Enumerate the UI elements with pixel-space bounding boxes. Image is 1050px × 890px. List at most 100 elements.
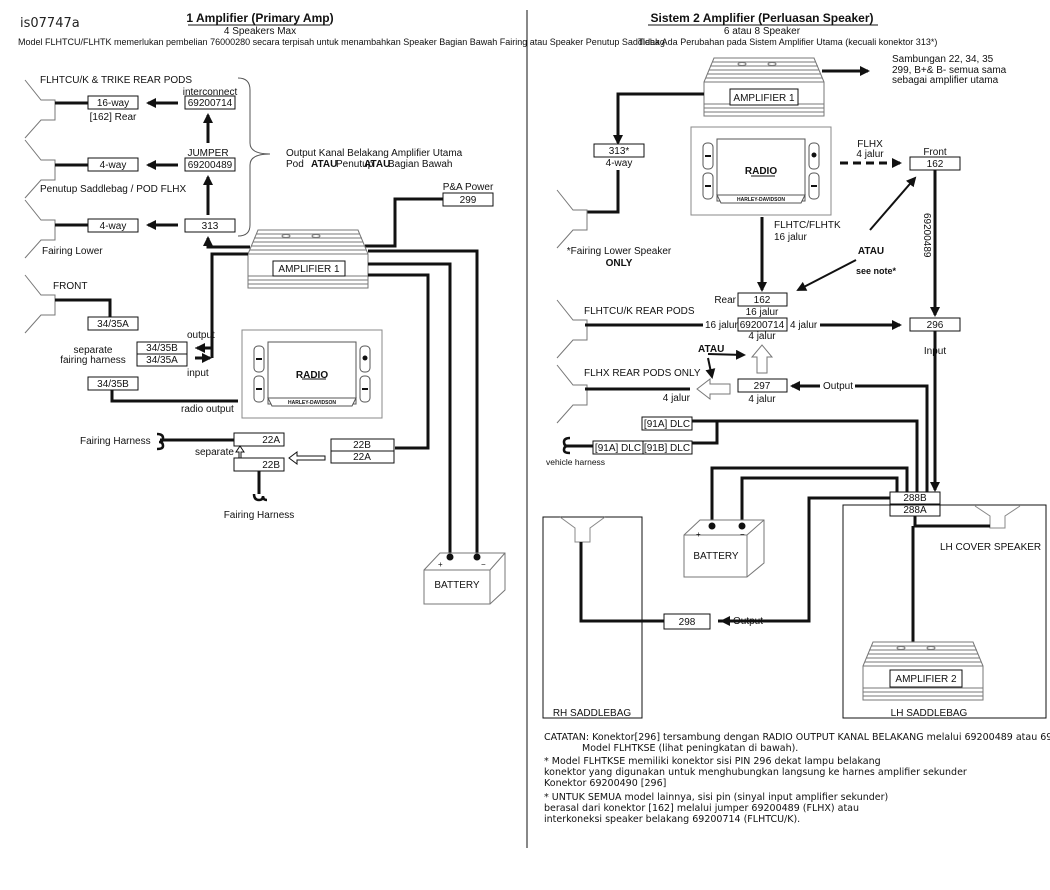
flhx-rear-pods-label: FLHX REAR PODS ONLY bbox=[584, 368, 701, 379]
jalur4-b: 4 jalur bbox=[748, 331, 776, 342]
battery-right-icon bbox=[683, 519, 765, 578]
pa-power-label: P&A Power bbox=[443, 182, 494, 193]
document-id: is07747a bbox=[20, 16, 80, 31]
separate-fairing-label-2: fairing harness bbox=[60, 355, 126, 366]
jalur16-b: 16 jalur bbox=[705, 320, 738, 331]
lh-cover-speaker-icon bbox=[974, 505, 1021, 529]
battery-minus: − bbox=[481, 560, 486, 569]
note-line-1: CATATAN: Konektor[296] tersambung dengan… bbox=[544, 732, 1050, 743]
fairing-lower-label: Fairing Lower bbox=[42, 246, 103, 257]
connector-298: 298 bbox=[679, 617, 696, 628]
flhx-rear-pods-speaker-icon bbox=[556, 364, 588, 424]
right-title: Sistem 2 Amplifier (Perluasan Speaker) bbox=[651, 11, 874, 25]
amplifier-1-right-label: AMPLIFIER 1 bbox=[733, 93, 795, 104]
front-speaker-icon bbox=[24, 274, 56, 334]
fairing-harness-2: Fairing Harness bbox=[224, 510, 295, 521]
connector-4way-a: 4-way bbox=[100, 160, 127, 171]
connector-299: 299 bbox=[460, 195, 477, 206]
note-line-7: berasal dari konektor [162] melalui jump… bbox=[544, 803, 859, 814]
harness-plug-icon-2 bbox=[252, 493, 268, 502]
fairing-lower-right-1: *Fairing Lower Speaker bbox=[567, 246, 672, 257]
rh-saddlebag-box bbox=[542, 516, 643, 719]
connector-22A-r: 22A bbox=[353, 452, 371, 463]
separate-fairing-label-1: separate bbox=[74, 345, 113, 356]
atau-label-2: ATAU bbox=[698, 344, 724, 355]
lh-saddlebag-box bbox=[842, 504, 1047, 719]
jalur16-a: 16 jalur bbox=[746, 307, 779, 318]
radio-right-label: RADIO bbox=[745, 166, 777, 177]
connector-3435A-front: 34/35A bbox=[97, 319, 129, 330]
amplifier-1-icon bbox=[247, 229, 369, 289]
rear-label: Rear bbox=[714, 295, 736, 306]
note-line-4: konektor yang digunakan untuk menghubung… bbox=[544, 767, 967, 778]
left-subtitle: 4 Speakers Max bbox=[224, 26, 296, 37]
connector-313: 313 bbox=[202, 221, 219, 232]
note-line-5: Konektor 69200490 [296] bbox=[544, 778, 666, 789]
connector-16way: 16-way bbox=[97, 98, 129, 109]
connector-297: 297 bbox=[754, 381, 771, 392]
atau-label-1: ATAU bbox=[858, 246, 884, 257]
battery-right-minus: − bbox=[740, 530, 745, 539]
connector-22B-r: 22B bbox=[353, 440, 371, 451]
radio-label: RADIO bbox=[296, 370, 328, 381]
brace-text-2c: Bagian Bawah bbox=[388, 159, 453, 170]
battery-left-label: BATTERY bbox=[434, 580, 480, 591]
vehicle-harness-label: vehicle harness bbox=[546, 457, 605, 467]
output-label: output bbox=[187, 330, 215, 341]
amplifier-1-label: AMPLIFIER 1 bbox=[278, 264, 340, 275]
connector-162-rear: 162 bbox=[754, 295, 771, 306]
connector-69200714-right: 69200714 bbox=[740, 320, 785, 331]
connector-91a-dlc-b: [91A] DLC bbox=[595, 443, 641, 454]
front-162-label: Front bbox=[923, 147, 947, 158]
note-line-8: interkoneksi speaker belakang 69200714 (… bbox=[544, 814, 800, 825]
output-right-label: Output bbox=[823, 381, 853, 392]
connector-313-right: 313* bbox=[609, 146, 630, 157]
lh-cover-speaker-label: LH COVER SPEAKER bbox=[940, 542, 1041, 553]
connector-3435B: 34/35B bbox=[146, 343, 178, 354]
amplifier-1-right-icon bbox=[703, 57, 825, 117]
left-title: 1 Amplifier (Primary Amp) bbox=[186, 11, 333, 25]
rh-speaker-icon bbox=[559, 516, 606, 543]
harness-plug-icon bbox=[156, 432, 165, 451]
right-subtitle: 6 atau 8 Speaker bbox=[724, 26, 801, 37]
hollow-up-arrow-icon bbox=[750, 344, 774, 374]
note-line-2: Model FLHTKSE (lihat peningkatan di bawa… bbox=[582, 743, 798, 754]
rear-pod-speaker-icon bbox=[24, 79, 56, 139]
fairing-lower-right-2: ONLY bbox=[606, 258, 633, 269]
connector-3435A: 34/35A bbox=[146, 355, 178, 366]
battery-plus: + bbox=[438, 560, 443, 569]
saddlebag-label: Penutup Saddlebag / POD FLHX bbox=[40, 184, 187, 195]
connector-313-way: 4-way bbox=[606, 158, 633, 169]
flhtc-label: FLHTC/FLHTK bbox=[774, 220, 841, 231]
connector-91b-dlc: [91B] DLC bbox=[644, 443, 690, 454]
brace-text-2b: Penutup bbox=[336, 159, 374, 170]
battery-right-plus: + bbox=[696, 530, 701, 539]
connector-69200489: 69200489 bbox=[188, 160, 233, 171]
connector-69200714: 69200714 bbox=[188, 98, 233, 109]
connector-288B: 288B bbox=[903, 493, 927, 504]
hollow-left-arrow-icon bbox=[696, 377, 731, 401]
note-line-6: * UNTUK SEMUA model lainnya, sisi pin (s… bbox=[544, 792, 888, 803]
hollow-arrow-icon bbox=[288, 451, 326, 465]
rh-saddlebag-label: RH SADDLEBAG bbox=[553, 708, 632, 719]
brace-atau-2: ATAU bbox=[364, 159, 390, 170]
fairing-lower-right-speaker-icon bbox=[556, 189, 588, 249]
fairing-harness-1: Fairing Harness bbox=[80, 436, 151, 447]
brace-text-2a: Pod bbox=[286, 159, 304, 170]
jalur4-d: 4 jalur bbox=[748, 394, 776, 405]
sambungan-1: Sambungan 22, 34, 35 bbox=[892, 54, 994, 65]
note-line-3: * Model FLHTKSE memiliki konektor sisi P… bbox=[544, 756, 881, 767]
lh-saddlebag-label: LH SADDLEBAG bbox=[891, 708, 968, 719]
connector-22B: 22B bbox=[262, 460, 280, 471]
jumper-label: JUMPER bbox=[187, 148, 228, 159]
connector-162-front: 162 bbox=[927, 159, 944, 170]
battery-right-label: BATTERY bbox=[693, 551, 739, 562]
sambungan-3: sebagai amplifier utama bbox=[892, 75, 999, 86]
see-note-label: see note* bbox=[856, 266, 897, 276]
flhtc-jalur: 16 jalur bbox=[774, 232, 807, 243]
connector-288A: 288A bbox=[903, 505, 927, 516]
output-right-label-2: Output bbox=[733, 616, 763, 627]
radio-output-label: radio output bbox=[181, 404, 234, 415]
connector-4way-b: 4-way bbox=[100, 221, 127, 232]
